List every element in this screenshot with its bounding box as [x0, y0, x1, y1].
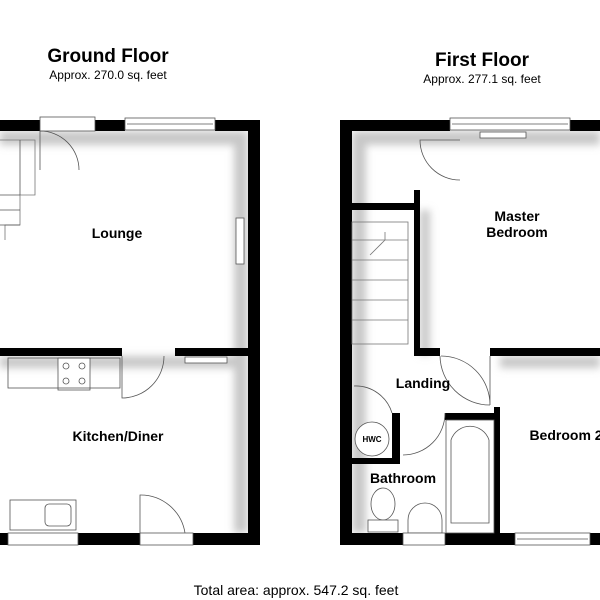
lounge-radiator — [235, 217, 245, 265]
first-floor-area: Approx. 277.1 sq. feet — [423, 72, 541, 86]
hwc-door-swing — [353, 385, 393, 414]
room-lounge: Lounge — [91, 225, 143, 241]
first-floor-walls — [340, 120, 600, 545]
ground-floor-fixtures — [0, 116, 245, 546]
total-area: Total area: approx. 547.2 sq. feet — [193, 582, 399, 598]
back-door-swing — [139, 494, 186, 534]
room-landing: Landing — [395, 375, 451, 391]
master-door-swing — [419, 139, 461, 181]
first-floor-fixtures — [351, 117, 591, 546]
hob — [57, 357, 91, 391]
bathroom-window — [402, 532, 446, 546]
hwc-tank — [354, 421, 390, 457]
kitchen-radiator — [184, 356, 228, 364]
back-door-opening — [139, 532, 194, 546]
stairs — [351, 221, 409, 345]
ground-floor-walls — [0, 120, 260, 545]
front-door-swing — [39, 130, 80, 171]
ground-floor-area: Approx. 270.0 sq. feet — [49, 68, 167, 82]
kitchen-worktop — [7, 357, 121, 389]
hwc-label: HWC — [362, 435, 382, 444]
wall-shadows — [0, 131, 600, 533]
kitchen-window — [7, 532, 79, 546]
basin — [407, 502, 443, 534]
room-bedroom-2: Bedroom 2 — [529, 427, 600, 443]
bathroom-door-swing — [402, 412, 446, 456]
room-master-bedroom: Master Bedroom — [486, 208, 548, 240]
kitchen-door-swing — [121, 355, 165, 399]
front-door-opening — [39, 116, 96, 132]
room-bathroom: Bathroom — [369, 470, 437, 486]
ground-floor-title: Ground Floor — [47, 46, 169, 67]
room-kitchen-diner: Kitchen/Diner — [72, 428, 164, 444]
bedroom2-door-swing — [440, 355, 491, 406]
landing-door-swing — [439, 355, 491, 406]
toilet — [370, 487, 396, 521]
first-floor-title: First Floor — [435, 50, 529, 71]
bath — [445, 419, 495, 534]
